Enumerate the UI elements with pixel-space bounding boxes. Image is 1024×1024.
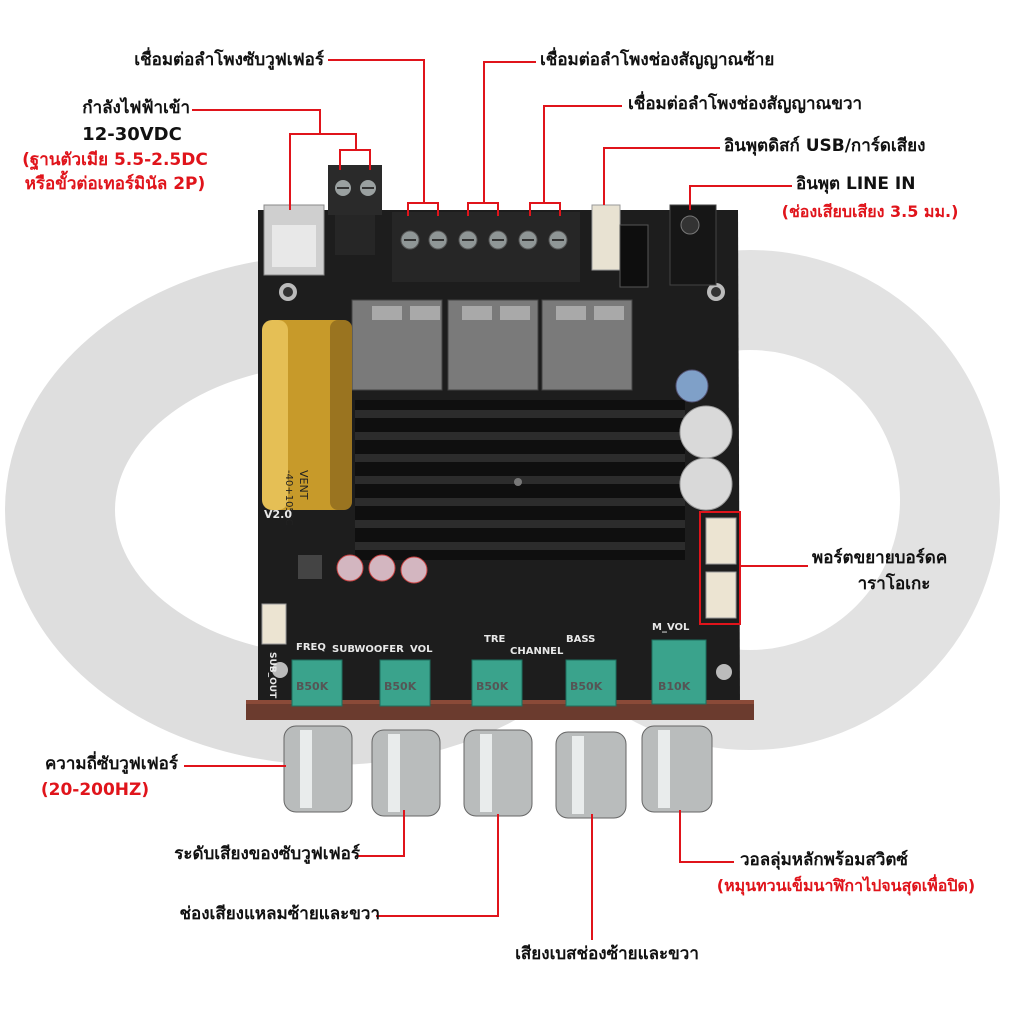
callout-freq: ความถี่ซับวูฟเฟอร์ [44,754,178,774]
power-terminal [328,165,382,255]
heatsink [355,400,685,560]
callout-power-note-1: (ฐานตัวเมีย 5.5-2.5DC [22,150,208,170]
filter-capacitors [675,369,733,511]
line-in-jack [669,204,717,286]
callout-lines [184,59,808,940]
callout-power-voltage: 12-30VDC [82,124,182,145]
silk-tre: TRE [484,634,506,645]
main-capacitor: VENT -40+105°C [262,320,352,526]
dc-jack [263,204,325,276]
silk-vol: VOL [410,644,433,655]
pot-label-mvol: B10K [658,680,691,693]
callout-power-note-2: หรือขั้วต่อเทอร์มินัล 2P) [24,174,206,194]
pot-label-tre: B50K [476,680,509,693]
bt-antenna [619,224,649,288]
callout-master: วอลลุ่มหลักพร้อมสวิตซ์ [740,850,908,870]
callout-line-in: อินพุต LINE IN [796,174,916,194]
small-capacitors [298,554,428,584]
pcb-front-edge [246,700,754,720]
callout-usb-in: อินพุตดิสก์ USB/การ์ดเสียง [724,136,926,156]
callout-karaoke-1: พอร์ตขยายบอร์ดค [812,548,948,568]
main-cap-text-1: VENT [297,470,310,500]
callout-freq-range: (20-200HZ) [40,780,150,800]
callout-sub-vol: ระดับเสียงของซับวูฟเฟอร์ [174,844,360,864]
pot-label-freq: B50K [296,680,329,693]
knobs [283,725,713,819]
callout-karaoke-2: าราโอเกะ [857,574,931,594]
silk-channel: CHANNEL [510,646,564,657]
silk-subwoofer: SUBWOOFER [332,644,404,655]
silk-mvol: M_VOL [652,622,690,633]
callout-right-out: เชื่อมต่อลำโพงช่องสัญญาณขวา [628,94,863,114]
speaker-terminals [392,212,580,282]
silk-version: V2.0 [264,508,292,521]
callout-treble: ช่องเสียงแหลมซ้ายและขวา [179,904,380,924]
silk-bass: BASS [566,634,595,645]
pot-label-sub: B50K [384,680,417,693]
callout-bass: เสียงเบสช่องซ้ายและขวา [515,944,699,964]
callout-master-note: (หมุนทวนเข็มนาฬิกาไปจนสุดเพื่อปิด) [716,876,976,895]
usb-header [591,204,621,271]
silk-sub-out: SUB_OUT [267,652,277,699]
callout-subwoofer-out: เชื่อมต่อลำโพงซับวูฟเฟอร์ [134,50,324,70]
silk-freq: FREQ [296,642,326,653]
callout-line-in-note: (ช่องเสียบเสียง 3.5 มม.) [781,202,959,221]
potentiometers [291,639,707,707]
main-cap-text-2: -40+105°C [283,470,294,526]
callout-power-in: กำลังไฟฟ้าเข้า [82,98,190,118]
pot-label-bass: B50K [570,680,603,693]
callout-left-out: เชื่อมต่อลำโพงช่องสัญญาณซ้าย [540,50,775,70]
karaoke-headers [705,517,737,619]
sub-out-header [261,603,287,645]
